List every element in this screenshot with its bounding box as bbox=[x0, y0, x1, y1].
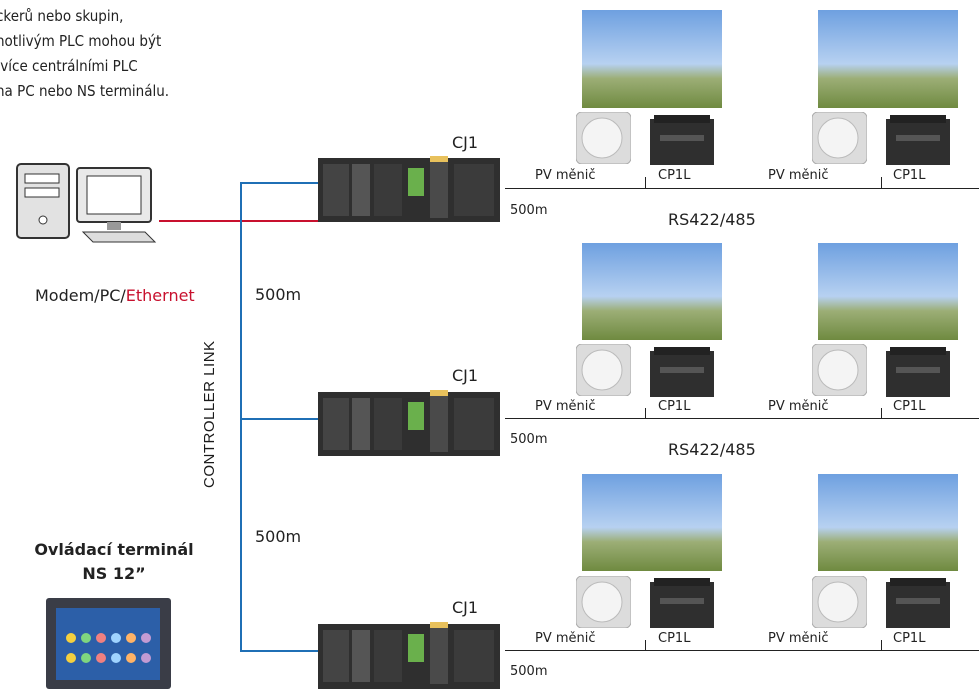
cj1-plc-icon bbox=[318, 156, 500, 222]
tick bbox=[645, 640, 646, 650]
pc-label: Modem/PC/Ethernet bbox=[35, 286, 195, 305]
cj1-label: CJ1 bbox=[452, 366, 479, 385]
intro-text: ckerů nebo skupin, notlivým PLC mohou bý… bbox=[0, 7, 170, 100]
distance-label: 500m bbox=[255, 527, 302, 546]
tick bbox=[645, 408, 646, 418]
cp1l-label: CP1L bbox=[658, 399, 691, 414]
solar-panel-icon bbox=[582, 474, 722, 571]
solar-panel-icon bbox=[818, 243, 958, 340]
ethernet-label: Ethernet bbox=[125, 286, 195, 305]
cp1l-plc-icon bbox=[886, 115, 950, 165]
solar-panel-icon bbox=[582, 243, 722, 340]
ns12-terminal-icon bbox=[46, 598, 171, 689]
ethernet-line bbox=[159, 220, 387, 222]
rs485-bus-3 bbox=[505, 650, 979, 651]
hmi-label-line1: Ovládací terminál bbox=[34, 540, 194, 559]
cj1-plc-icon bbox=[318, 390, 500, 456]
rs485-bus-2 bbox=[505, 418, 979, 419]
cp1l-label: CP1L bbox=[893, 168, 926, 183]
inverter-icon bbox=[812, 112, 867, 164]
solar-panel-icon bbox=[818, 10, 958, 108]
distance-label: 500m bbox=[510, 203, 548, 218]
inverter-label: PV měnič bbox=[768, 631, 829, 646]
tick bbox=[881, 640, 882, 650]
inverter-label: PV měnič bbox=[535, 631, 596, 646]
solar-panel-icon bbox=[818, 474, 958, 571]
cp1l-label: CP1L bbox=[658, 631, 691, 646]
inverter-label: PV měnič bbox=[535, 399, 596, 414]
solar-panel-icon bbox=[582, 10, 722, 108]
bus-branch-2 bbox=[240, 418, 318, 420]
inverter-label: PV měnič bbox=[768, 168, 829, 183]
distance-label: 500m bbox=[510, 664, 548, 679]
cp1l-plc-icon bbox=[650, 347, 714, 397]
tick bbox=[881, 177, 882, 188]
inverter-icon bbox=[576, 112, 631, 164]
rs485-label: RS422/485 bbox=[668, 440, 756, 459]
tick bbox=[645, 177, 646, 188]
cj1-label: CJ1 bbox=[452, 598, 479, 617]
bus-branch-1 bbox=[240, 182, 318, 184]
rs485-label: RS422/485 bbox=[668, 210, 756, 229]
distance-label: 500m bbox=[255, 285, 302, 304]
cp1l-plc-icon bbox=[650, 115, 714, 165]
rs485-bus-1 bbox=[505, 188, 979, 189]
controller-link-bus bbox=[240, 182, 242, 652]
inverter-icon bbox=[812, 576, 867, 628]
cp1l-plc-icon bbox=[886, 578, 950, 628]
inverter-icon bbox=[576, 344, 631, 396]
cj1-plc-icon bbox=[318, 622, 500, 689]
inverter-label: PV měnič bbox=[535, 168, 596, 183]
tick bbox=[881, 408, 882, 418]
hmi-label-line2: NS 12” bbox=[82, 564, 146, 583]
cj1-label: CJ1 bbox=[452, 133, 479, 152]
bus-branch-3 bbox=[240, 650, 318, 652]
cp1l-label: CP1L bbox=[893, 631, 926, 646]
inverter-label: PV měnič bbox=[768, 399, 829, 414]
cp1l-label: CP1L bbox=[658, 168, 691, 183]
cp1l-plc-icon bbox=[886, 347, 950, 397]
distance-label: 500m bbox=[510, 432, 548, 447]
cp1l-plc-icon bbox=[650, 578, 714, 628]
controller-link-label: CONTROLLER LINK bbox=[201, 340, 218, 488]
computer-icon bbox=[16, 163, 157, 243]
inverter-icon bbox=[576, 576, 631, 628]
cp1l-label: CP1L bbox=[893, 399, 926, 414]
inverter-icon bbox=[812, 344, 867, 396]
